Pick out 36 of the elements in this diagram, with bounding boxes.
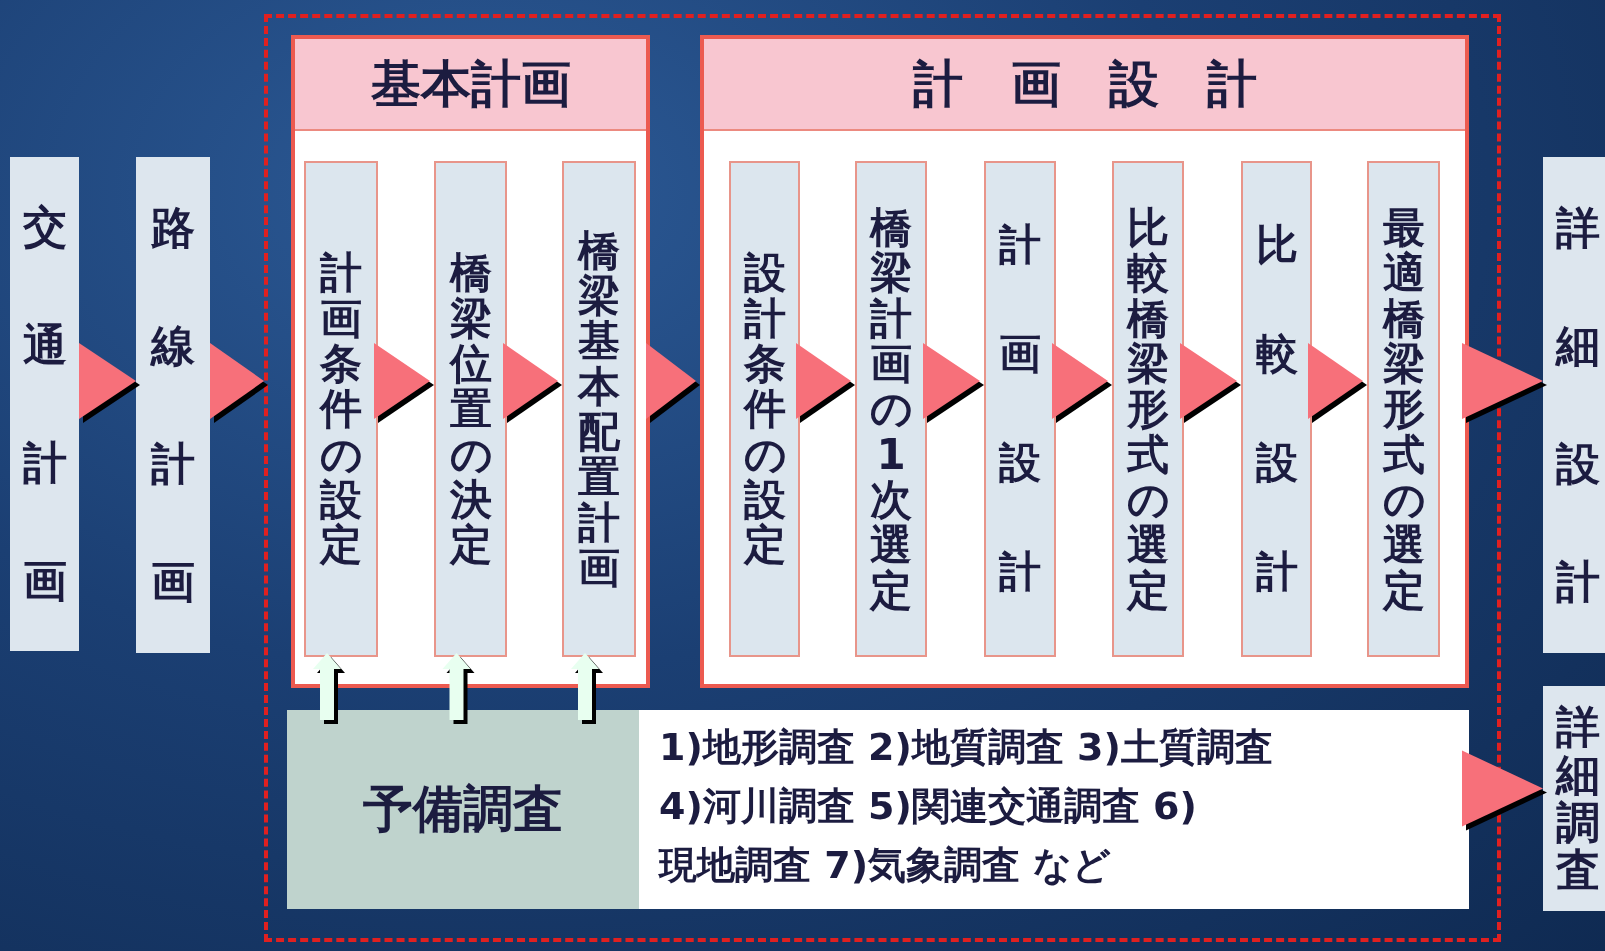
arrow — [1052, 343, 1108, 419]
arrow — [503, 343, 558, 419]
arrow — [1462, 343, 1543, 419]
survey-list: 1)地形調査 2)地質調査 3)土質調査 4)河川調査 5)関連交通調査 6)現地調査 7)気象調査 など — [659, 718, 1319, 895]
step-box: 計画条件の設定 — [304, 161, 378, 657]
survey-panel — [287, 710, 1469, 909]
arrow — [646, 343, 696, 419]
step-box: 比較橋梁形式の選定 — [1112, 161, 1184, 657]
box-header: 計画設計 — [704, 39, 1465, 131]
arrow — [79, 343, 136, 419]
arrow — [374, 343, 430, 419]
arrow — [313, 653, 341, 720]
step-box: 橋梁基本配置計画 — [562, 161, 636, 657]
side-box: 詳細調査 — [1543, 686, 1605, 911]
step-box: 最適橋梁形式の選定 — [1367, 161, 1440, 657]
arrow — [923, 343, 980, 419]
process-group-box — [700, 35, 1469, 688]
step-box: 橋梁計画の1次選定 — [855, 161, 927, 657]
step-box: 橋梁位置の決定 — [434, 161, 507, 657]
step-box: 比較設計 — [1241, 161, 1312, 657]
arrow — [1180, 343, 1237, 419]
arrow — [1308, 343, 1363, 419]
side-box: 路線計画 — [136, 157, 210, 653]
arrow — [1462, 750, 1543, 827]
survey-heading: 予備調査 — [287, 710, 639, 909]
dashed-frame — [264, 14, 1501, 942]
side-box: 交通計画 — [10, 157, 79, 651]
side-box: 詳細設計 — [1543, 157, 1605, 653]
process-group-box — [291, 35, 650, 688]
arrow — [442, 653, 471, 720]
step-box: 設計条件の設定 — [729, 161, 800, 657]
arrow — [796, 343, 851, 419]
arrow — [210, 343, 264, 419]
step-box: 計画設計 — [984, 161, 1056, 657]
box-header: 基本計画 — [295, 39, 646, 131]
arrow — [571, 653, 599, 720]
